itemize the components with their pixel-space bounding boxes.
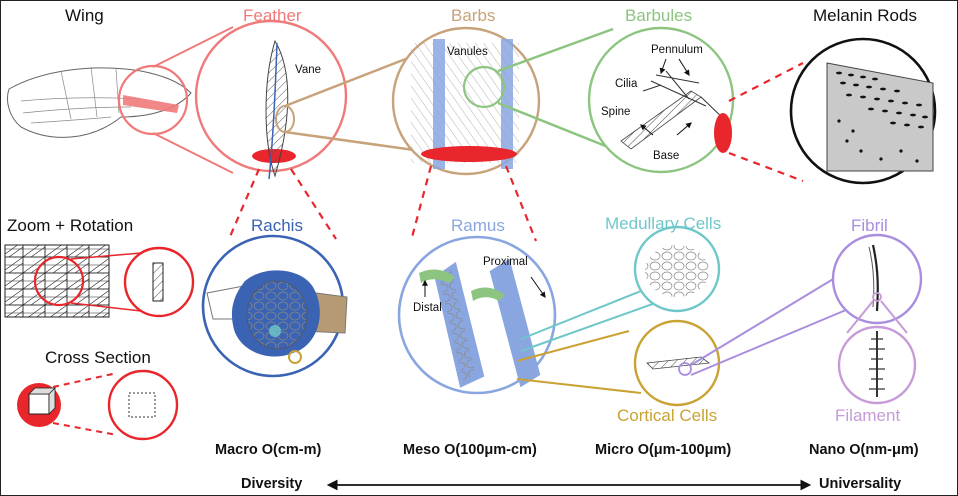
label-rachis: Rachis [251, 216, 303, 235]
barbs-circle [391, 26, 541, 176]
cortical-cells-circle [633, 319, 721, 407]
zoom-line [520, 290, 642, 340]
label-barbules: Barbules [625, 6, 693, 25]
section-line [728, 62, 804, 102]
axis-label-universality: Universality [819, 476, 902, 492]
label-medullary-cells: Medullary Cells [605, 214, 722, 233]
annotation-vanules: Vanules [447, 46, 488, 58]
annotation-vane: Vane [295, 64, 322, 76]
zoom-line [520, 300, 662, 352]
section-line [728, 151, 804, 183]
cross-section-legend [17, 369, 179, 441]
fibril-circle [831, 233, 923, 325]
label-wing: Wing [65, 6, 104, 25]
label-fibril: Fibril [851, 216, 888, 235]
label-zoom-rotation: Zoom + Rotation [7, 216, 134, 235]
zoom-line [497, 101, 614, 151]
scale-nano: Nano O(nm-μm) [809, 442, 919, 458]
label-feather: Feather [243, 6, 302, 25]
label-ramus: Ramus [451, 216, 505, 235]
annotation-base: Base [653, 150, 680, 162]
zoom-line [152, 26, 234, 68]
wing-zoom-circle [117, 64, 189, 136]
zoom-line [284, 51, 422, 108]
zoom-line [880, 300, 908, 334]
zoom-line [516, 378, 642, 394]
rachis-circle [201, 234, 348, 378]
scale-meso: Meso O(100μm-cm) [403, 442, 537, 458]
annotation-cilia: Cilia [615, 78, 638, 90]
annotation-pennulum: Pennulum [651, 44, 703, 56]
label-cortical-cells: Cortical Cells [617, 406, 718, 425]
annotation-distal: Distal [413, 302, 442, 314]
wing-illustration [7, 66, 192, 138]
label-filament: Filament [835, 406, 901, 425]
scale-micro: Micro O(μm-100μm) [595, 442, 732, 458]
label-melanin-rods: Melanin Rods [813, 6, 917, 25]
label-cross-section: Cross Section [45, 348, 151, 367]
axis-label-diversity: Diversity [241, 476, 303, 492]
zoom-line [497, 27, 614, 73]
annotation-proximal: Proximal [483, 256, 528, 268]
melanin-rods-circle [789, 37, 937, 185]
section-line [409, 165, 433, 242]
medullary-cells-circle [633, 225, 721, 313]
zoom-line [846, 300, 874, 334]
zoom-line [284, 130, 422, 153]
feather-circle [194, 19, 348, 180]
zoom-rotation-legend [4, 244, 195, 318]
scale-macro: Macro O(cm-m) [215, 442, 322, 458]
label-barbs: Barbs [451, 6, 496, 25]
zoom-line [516, 330, 630, 362]
ramus-circle [397, 235, 557, 395]
annotation-spine: Spine [601, 106, 631, 118]
zoom-line [152, 132, 234, 174]
section-line [290, 168, 337, 240]
section-line [504, 165, 538, 242]
filament-circle [837, 325, 917, 405]
